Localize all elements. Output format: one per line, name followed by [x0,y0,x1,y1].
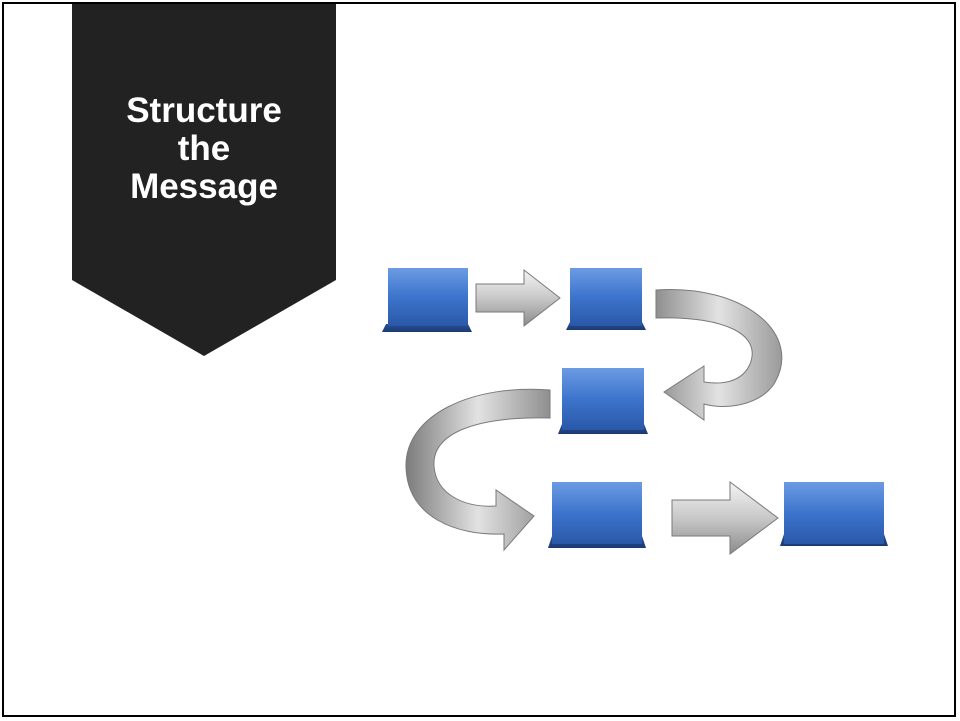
slide-title-line-2: the [177,129,231,168]
banner-shape [72,4,336,356]
title-banner: Structure the Message [72,4,336,356]
flow-box-5 [780,482,888,546]
slide-title-line-3: Message [130,167,278,206]
flow-curved-arrow-1 [655,289,783,421]
flow-box-4 [548,482,646,548]
flow-box-3 [558,368,648,434]
slide-title: Structure the Message [72,92,336,206]
flow-curved-arrow-2 [405,388,551,552]
flow-box-2 [566,268,646,330]
flow-arrow-2 [671,481,779,555]
process-flow-icon [382,268,888,555]
flow-box-1 [382,268,472,332]
slide-title-line-1: Structure [126,91,282,130]
flow-arrow-1 [475,268,561,328]
